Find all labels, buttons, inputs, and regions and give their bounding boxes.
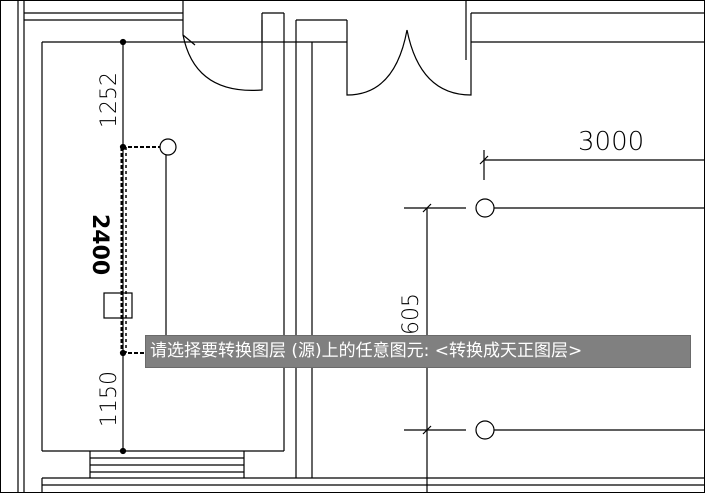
walls [17, 0, 705, 493]
dimension-label-1252: 1252 [97, 72, 122, 128]
dimension-label-605: 605 [399, 293, 424, 335]
door-double-left [346, 29, 408, 96]
fixture-circle-right-bottom [475, 420, 495, 440]
fixture-circle-left [159, 138, 177, 156]
dimension-label-1150: 1150 [97, 371, 122, 427]
right-dimension-lines [404, 150, 705, 493]
doors [182, 20, 472, 96]
fixture-circle-right-top [475, 198, 495, 218]
door-double-right [406, 29, 472, 96]
pipe-elevation-label: 2400 [87, 214, 112, 275]
fixtures [159, 138, 705, 440]
command-prompt-tooltip: 请选择要转换图层 (源)上的任意图元: <转换成天正图层> [145, 335, 691, 368]
door-left [182, 20, 263, 91]
pipe-riser [103, 146, 160, 354]
dimension-label-3000: 3000 [578, 127, 644, 157]
